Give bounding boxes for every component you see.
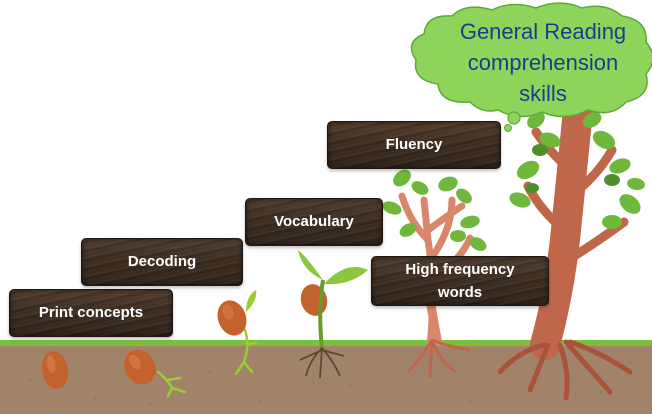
sign-hfw-line1: High frequency: [405, 260, 515, 278]
cloud-bubble: [410, 2, 652, 132]
sign-print-concepts-label: Print concepts: [38, 303, 144, 321]
cloud-label-line1: General Reading: [459, 19, 627, 44]
seedling-1: [234, 328, 258, 376]
sign-decoding: Decoding: [81, 238, 243, 286]
sign-vocabulary-label: Vocabulary: [274, 212, 354, 230]
seedling-2: [318, 279, 325, 349]
sign-fluency: Fluency: [327, 121, 501, 169]
seed-4: [300, 284, 328, 316]
soil-texture: [28, 370, 602, 406]
sign-fluency-label: Fluency: [385, 135, 443, 153]
sign-high-frequency-words: High frequency words: [371, 256, 549, 306]
sign-print-concepts: Print concepts: [9, 289, 173, 337]
grass-strip: [0, 340, 652, 346]
sprout-root: [156, 370, 187, 398]
cloud-label-line2: comprehension: [467, 50, 619, 75]
sign-hfw-line2: words: [437, 284, 483, 301]
cloud-label-line3: skills: [519, 81, 567, 106]
sign-decoding-label: Decoding: [127, 252, 197, 270]
cloud-label: General Reading comprehension skills: [432, 16, 652, 109]
big-tree: [497, 95, 645, 401]
sign-vocabulary: Vocabulary: [245, 198, 383, 246]
